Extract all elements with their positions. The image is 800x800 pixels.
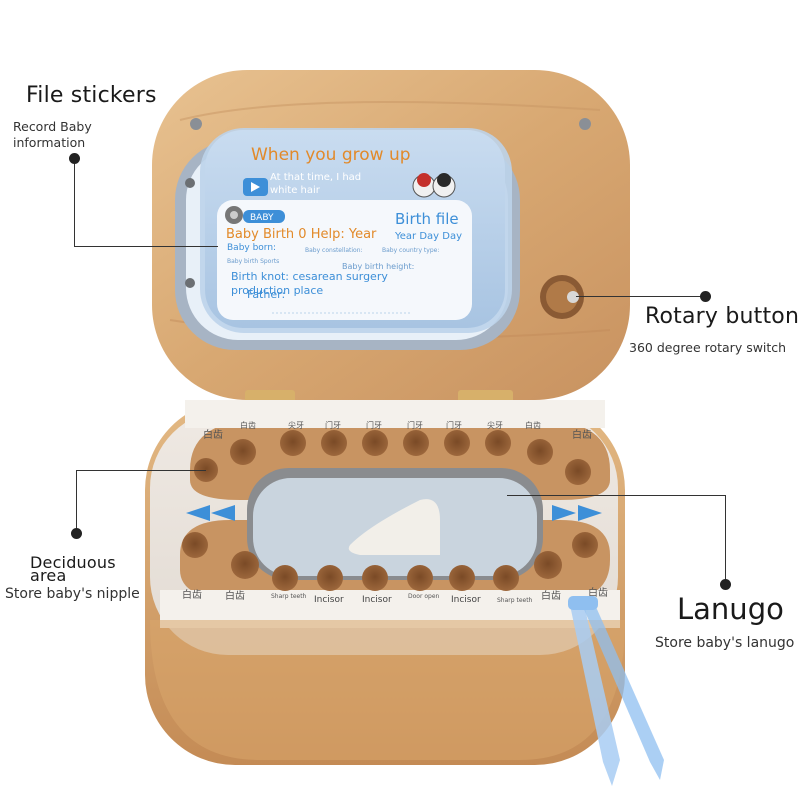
bottom-label: Incisor xyxy=(314,595,344,605)
sticker-line2: white hair xyxy=(270,185,321,196)
deciduous-leader-v xyxy=(76,470,77,533)
tooth-hole xyxy=(194,458,218,482)
tweezers xyxy=(568,596,664,786)
tooth-hole xyxy=(407,565,433,591)
lanugo-leader-v xyxy=(725,495,726,583)
birth-help: Baby Birth 0 Help: Year xyxy=(226,227,377,242)
tooth-hole xyxy=(321,430,347,456)
bottom-label: 白齿 xyxy=(225,589,245,602)
sticker-badge: BABY xyxy=(250,213,274,223)
sticker-line1: At that time, I had xyxy=(270,172,361,183)
lanugo-title: Lanugo xyxy=(677,592,784,626)
top-label: 白齿 xyxy=(203,428,223,441)
tooth-hole xyxy=(565,459,591,485)
tooth-hole xyxy=(230,439,256,465)
rotary-button-desc: 360 degree rotary switch xyxy=(629,340,787,355)
lanugo-desc: Store baby's lanugo xyxy=(655,635,795,651)
birth-file: Birth file xyxy=(395,210,459,228)
top-label: 门牙 xyxy=(325,420,341,430)
deciduous-title-1: Deciduous xyxy=(30,553,116,572)
file-stickers-desc-2: information xyxy=(13,135,86,150)
tooth-hole xyxy=(485,430,511,456)
father: Father: xyxy=(247,288,285,301)
top-label: 尖牙 xyxy=(487,420,503,430)
tray-bottom-labels: 白齿 白齿 Sharp teeth Incisor Incisor Door o… xyxy=(182,586,608,605)
tooth-hole xyxy=(444,430,470,456)
year-day-day: Year Day Day xyxy=(394,231,462,242)
tooth-hole xyxy=(449,565,475,591)
baby-constellation: Baby constellation: xyxy=(305,247,363,254)
file-stickers-title: File stickers xyxy=(26,83,157,108)
deciduous-title-2: area xyxy=(30,566,67,585)
tooth-holes xyxy=(182,430,598,591)
tooth-hole xyxy=(362,430,388,456)
bottom-label: 白齿 xyxy=(182,588,202,601)
sticker-heading: When you grow up xyxy=(251,145,411,165)
rotary-button-title: Rotary button xyxy=(645,304,800,329)
production-place: production place xyxy=(231,284,323,297)
file-stickers-desc-1: Record Baby xyxy=(13,119,92,134)
tooth-hole xyxy=(534,551,562,579)
tooth-hole xyxy=(493,565,519,591)
file-stickers-dot xyxy=(69,153,80,164)
tooth-hole xyxy=(572,532,598,558)
file-stickers-leader-v xyxy=(74,158,75,246)
file-stickers-leader-h xyxy=(74,246,218,247)
tooth-hole xyxy=(280,430,306,456)
rotary-button-dot xyxy=(700,291,711,302)
tooth-hole xyxy=(527,439,553,465)
baby-birth-height: Baby birth height: xyxy=(342,262,414,271)
tooth-hole xyxy=(231,551,259,579)
top-label: 白齿 xyxy=(525,420,541,430)
lanugo-dot xyxy=(720,579,731,590)
rotary-button-leader xyxy=(576,296,706,297)
bottom-label: Incisor xyxy=(362,595,392,605)
deciduous-dot xyxy=(71,528,82,539)
tray-top-labels: 白齿 白齿 尖牙 门牙 门牙 门牙 门牙 尖牙 白齿 白齿 xyxy=(203,420,592,441)
bottom-label: Incisor xyxy=(451,595,481,605)
tooth-hole xyxy=(317,565,343,591)
tooth-hole xyxy=(362,565,388,591)
top-label: 尖牙 xyxy=(288,420,304,430)
bottom-label: Sharp teeth xyxy=(271,593,307,600)
top-label: 白齿 xyxy=(240,420,256,430)
baby-country-type: Baby country type: xyxy=(382,247,439,254)
top-label: 门牙 xyxy=(407,420,423,430)
file-sticker: When you grow up At that time, I had whi… xyxy=(205,130,505,328)
baby-born: Baby born: xyxy=(227,243,276,253)
bottom-label: 白齿 xyxy=(588,586,608,599)
deciduous-leader-h xyxy=(76,470,206,471)
bottom-label: 白齿 xyxy=(541,589,561,602)
tooth-hole xyxy=(182,532,208,558)
birth-knot: Birth knot: cesarean surgery xyxy=(231,270,388,283)
bottom-label: Sharp teeth xyxy=(497,597,533,604)
top-label: 白齿 xyxy=(572,428,592,441)
deciduous-desc: Store baby's nipple xyxy=(5,586,140,602)
top-label: 门牙 xyxy=(366,420,382,430)
baby-birth-sports: Baby birth Sports xyxy=(227,258,279,265)
bottom-label: Door open xyxy=(408,593,440,600)
tooth-hole xyxy=(272,565,298,591)
tooth-hole xyxy=(403,430,429,456)
top-label: 门牙 xyxy=(446,420,462,430)
lanugo-leader-h xyxy=(507,495,726,496)
